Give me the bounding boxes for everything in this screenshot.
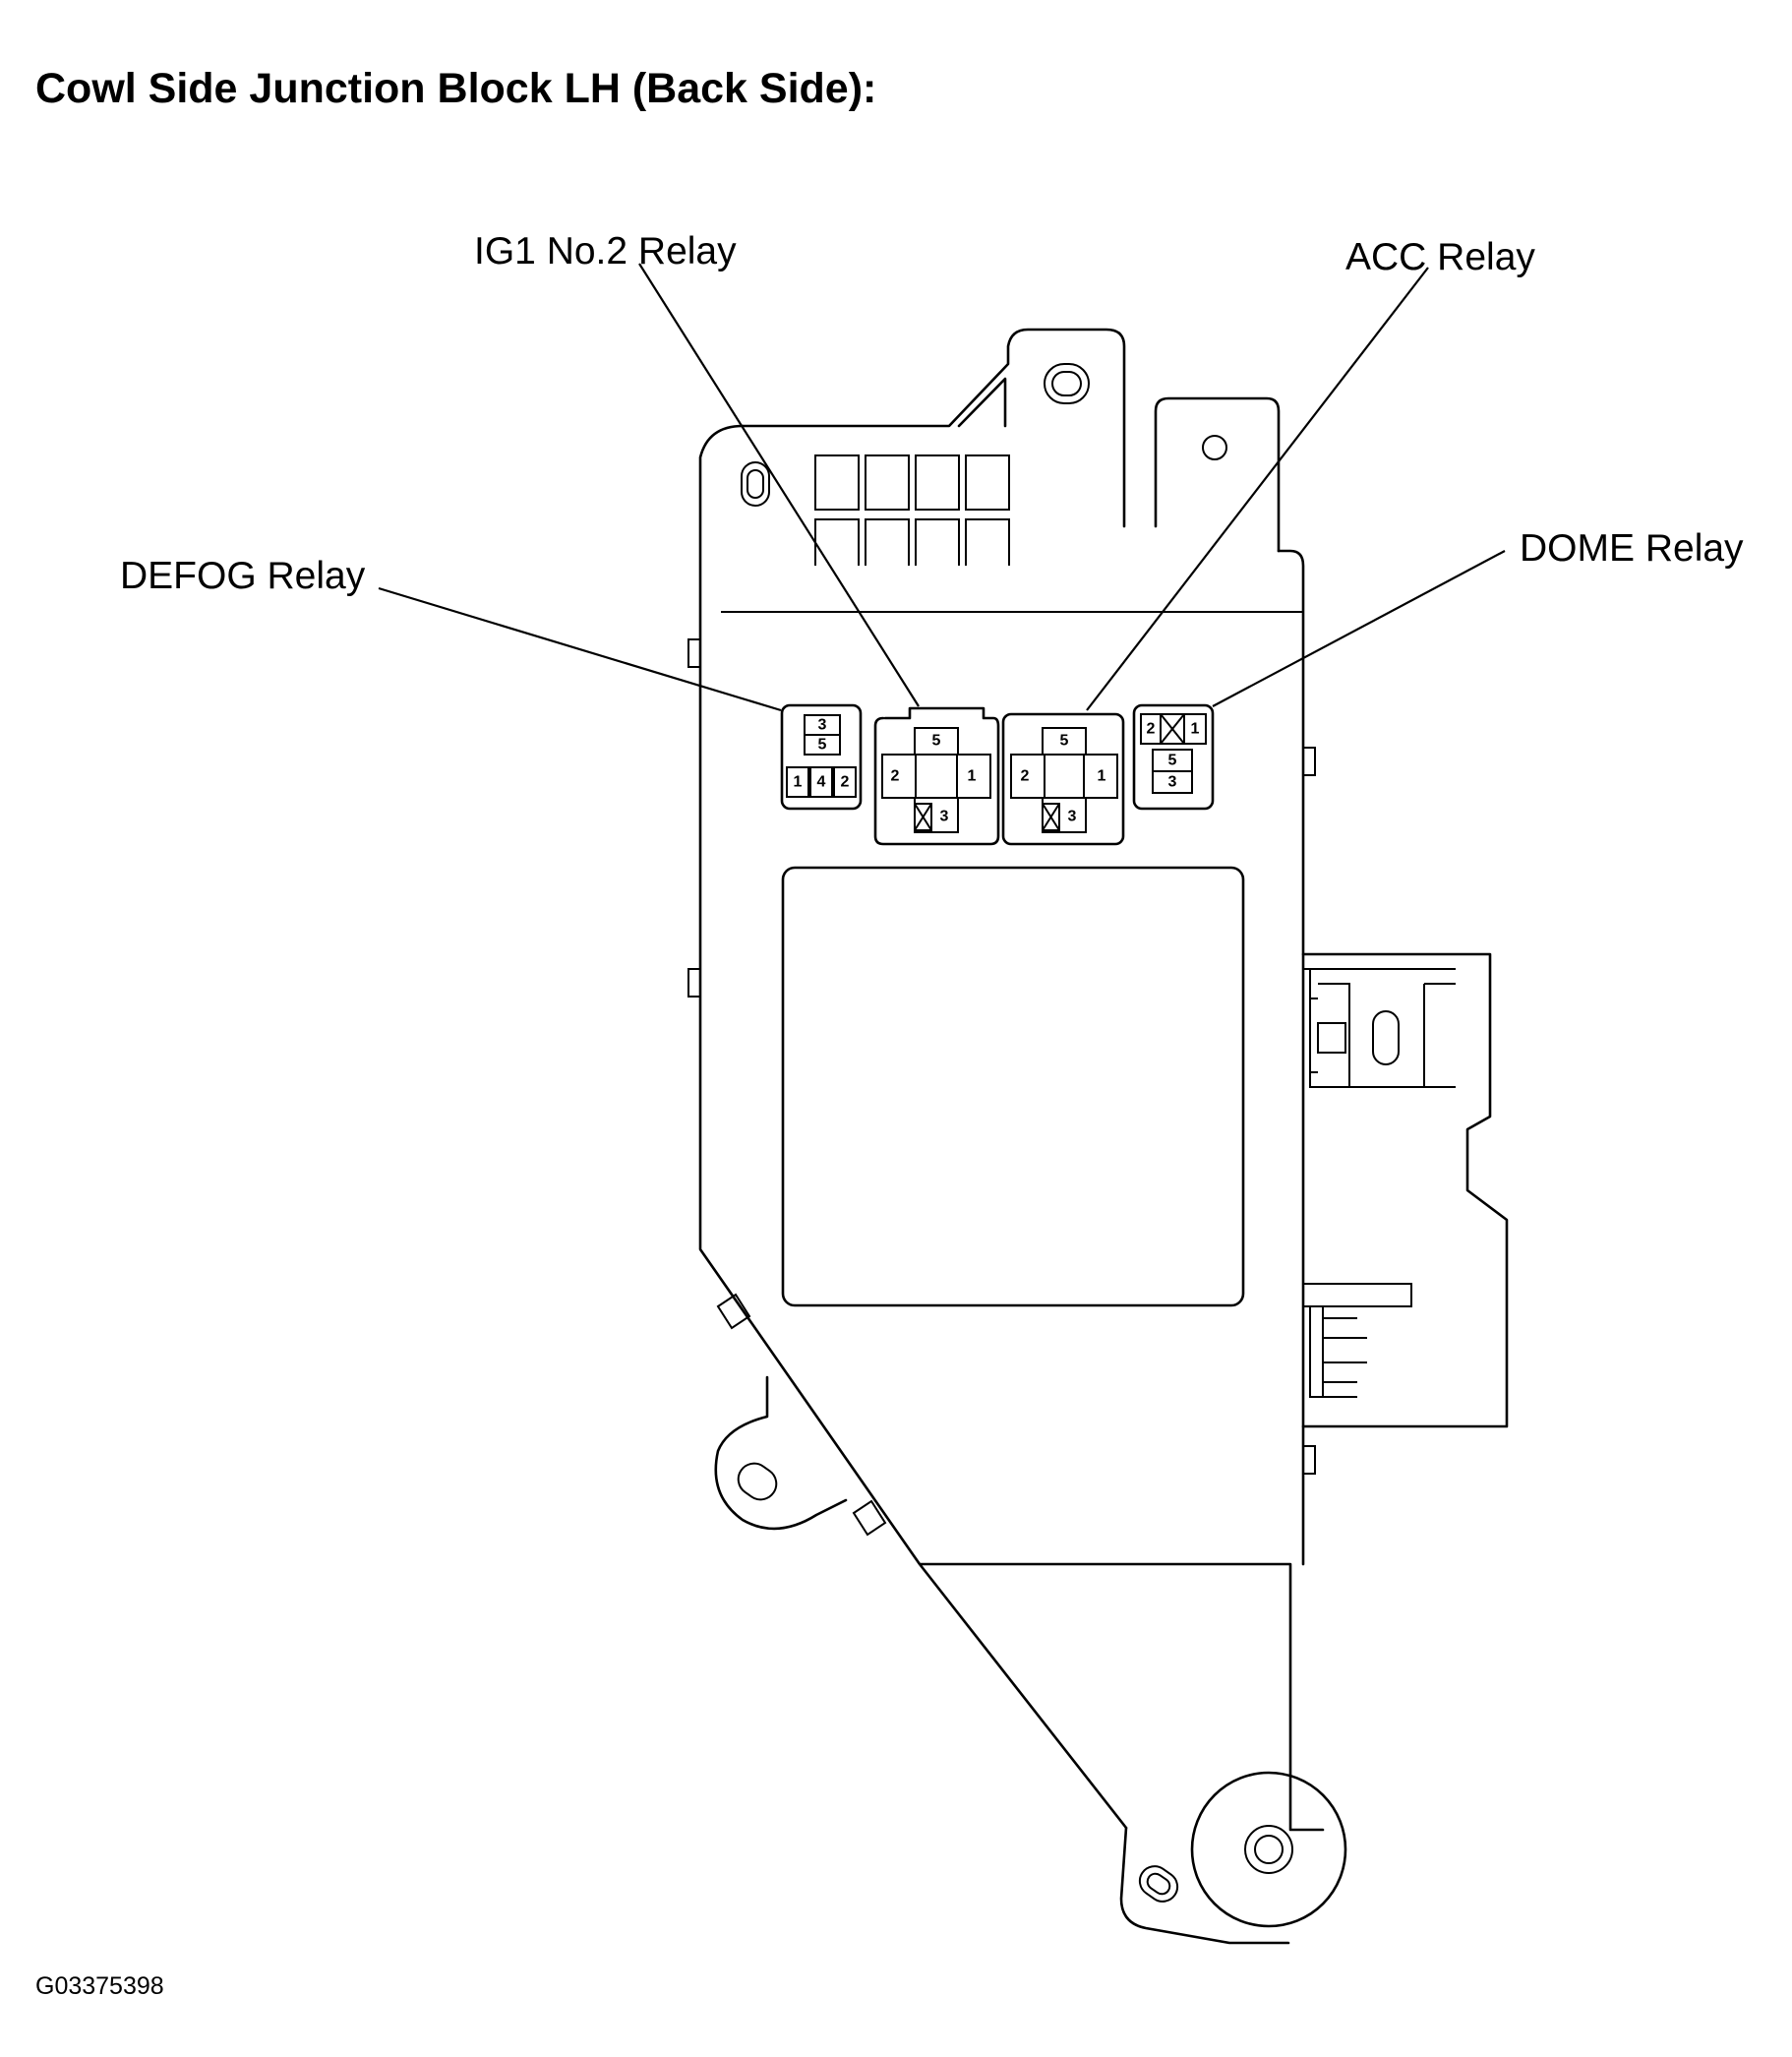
acc-pin-3: 3 xyxy=(1068,809,1077,825)
defog-relay: 3 5 1 4 2 xyxy=(780,703,863,811)
ig1-no2-pin-1: 1 xyxy=(968,768,977,785)
bottom-mount xyxy=(1119,1771,1347,1945)
housing-outline xyxy=(698,424,1325,1832)
upper-fuse-slots xyxy=(814,454,1010,566)
acc-relay: 5 2 1 3 xyxy=(1001,712,1125,846)
acc-leader xyxy=(1086,267,1429,711)
defog-pin-3: 3 xyxy=(818,717,827,734)
defog-pin-2: 2 xyxy=(841,774,850,791)
ig1-no2-pin-3: 3 xyxy=(940,809,949,825)
ig1-no2-pin-2: 2 xyxy=(891,768,900,785)
dome-relay: 2 1 5 3 xyxy=(1132,703,1215,811)
relay-cover-panel xyxy=(781,866,1245,1307)
ig1-no2-relay-label: IG1 No.2 Relay xyxy=(474,230,737,272)
acc-pin-2: 2 xyxy=(1021,768,1030,785)
diagram-title: Cowl Side Junction Block LH (Back Side): xyxy=(35,65,877,112)
dome-pin-5: 5 xyxy=(1168,753,1177,769)
defog-pin-4: 4 xyxy=(817,774,826,791)
acc-pin-1: 1 xyxy=(1098,768,1106,785)
dome-leader xyxy=(1212,550,1506,707)
defog-relay-label: DEFOG Relay xyxy=(120,555,366,597)
ig1-no2-relay: 5 2 1 3 xyxy=(873,706,1000,846)
ig1-no2-pin-5: 5 xyxy=(932,733,941,750)
dome-relay-label: DOME Relay xyxy=(1520,527,1744,570)
defog-leader xyxy=(378,586,782,712)
ig1-no2-leader xyxy=(638,263,920,707)
defog-pin-1: 1 xyxy=(794,774,803,791)
figure-id: G03375398 xyxy=(35,1972,164,2000)
dome-pin-3: 3 xyxy=(1168,774,1177,791)
junction-block-housing xyxy=(687,328,1509,1945)
defog-pin-5: 5 xyxy=(818,737,827,754)
acc-pin-5: 5 xyxy=(1060,733,1069,750)
dome-pin-2: 2 xyxy=(1147,721,1156,738)
right-connector xyxy=(1301,952,1509,1428)
dome-pin-1: 1 xyxy=(1191,721,1200,738)
acc-relay-label: ACC Relay xyxy=(1345,236,1535,278)
